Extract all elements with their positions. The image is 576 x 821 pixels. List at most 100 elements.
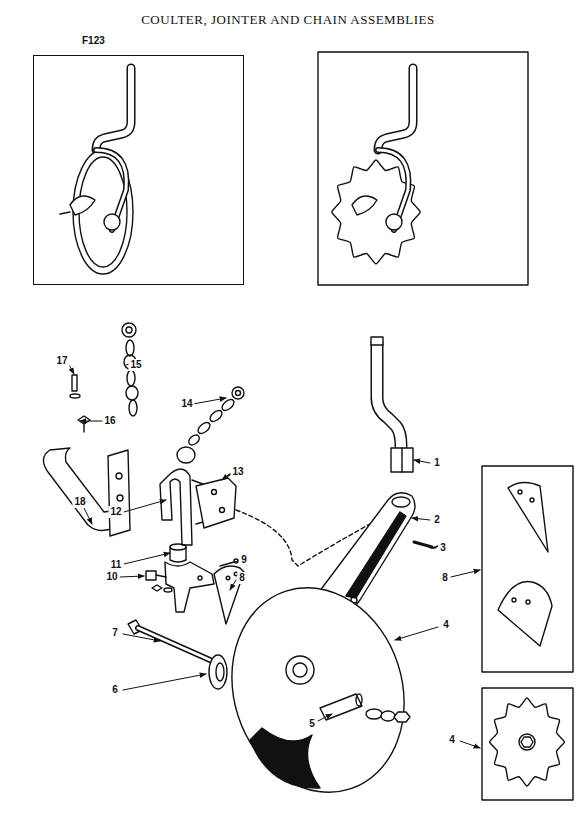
drawing-stroke [209,655,227,689]
callout-number: 8 [440,572,450,584]
drawing-stroke [78,416,90,424]
drawing-stroke [378,150,408,230]
bolt-7 [128,620,210,660]
drawing-stroke [84,508,92,524]
drawing-stroke [138,628,210,660]
drawing-stroke [124,553,170,564]
drawing-stroke [430,548,436,549]
drawing-stroke [318,714,332,721]
inset-frame [482,688,573,800]
leader-lines [68,362,480,748]
inset-frame: F123 [33,55,244,285]
drawing-stroke [220,397,236,412]
drawing-stroke [352,196,377,215]
drawing-stroke [216,663,224,681]
drawing-stroke [193,398,226,404]
drawing-stroke [160,469,192,545]
drawing-stroke [320,694,362,720]
drawing-stroke [43,52,573,815]
drawing-stroke [234,561,238,562]
drawing-stroke [401,448,402,472]
drawing-stroke [80,421,104,422]
drawing-stroke [83,424,84,432]
drawing-stroke [129,400,137,416]
jointer-bracket [165,562,214,612]
drawing-stroke [206,565,430,815]
drawing-stroke [320,493,415,608]
drawing-stroke [521,737,533,747]
callout-number: 9 [239,554,249,566]
drawing-stroke [208,408,224,423]
callout-number: 5 [307,718,317,730]
drawing-stroke [498,582,552,646]
drawing-stroke [412,518,430,520]
drawing-stroke [96,68,131,150]
callout-number: 1 [432,457,442,469]
drawing-stroke [177,447,195,463]
drawing-stroke [451,570,480,577]
notched-coulter-inset [332,68,420,264]
callout-number: 17 [54,355,69,367]
callout-number: 8 [237,572,247,584]
drawing-stroke [346,512,406,598]
drawing-stroke [356,694,362,706]
drawing-stroke [378,150,408,230]
drawing-stroke [126,386,138,400]
drawing-stroke [226,576,230,580]
jointer-blades-inset [498,482,552,646]
drawing-stroke [127,370,135,386]
drawing-stroke [116,473,122,479]
drawing-stroke [96,150,126,230]
callout-number: 11 [109,559,124,571]
drawing-stroke [126,327,132,333]
coulter-arm-2 [320,493,415,608]
drawing-stroke [512,598,516,602]
drawing-stroke [72,375,77,391]
drawing-stroke [386,214,402,230]
drawing-stroke [293,663,307,677]
spacer-5 [320,694,410,722]
drawing-stroke [126,340,134,356]
drawing-stroke [164,588,172,592]
drawing-stroke [394,712,410,722]
drawing-stroke [124,500,166,512]
callout-number: 6 [110,684,120,696]
callout-number: 7 [110,627,120,639]
drawing-stroke [117,495,123,501]
drawing-stroke [70,196,95,215]
drawing-stroke [460,741,480,748]
bolt-10 [146,571,172,592]
figure-number: F123 [82,35,105,46]
drawing-stroke [212,490,217,495]
drawing-stroke [508,482,548,552]
inset-frame [482,466,573,672]
drawing-stroke [146,571,156,580]
drawing-stroke [518,490,522,494]
callout-number: 3 [438,542,448,554]
notched-disc [490,698,565,786]
callout-number: 4 [441,619,451,631]
drawing-stroke [123,634,160,641]
inset-frame [318,52,528,285]
drawing-stroke [196,478,236,528]
bushing-11 [170,544,186,562]
callout-number: 14 [179,398,194,410]
drawing-stroke [96,150,126,230]
drawing-stroke [381,711,395,721]
drawing-stroke [519,734,535,750]
drawing-stroke [170,544,186,550]
callout-number: 13 [230,466,245,478]
drawing-stroke [391,448,413,472]
drawing-stroke [377,344,401,446]
callout-number: 18 [72,496,87,508]
callout-number: 4 [447,734,457,746]
drawing-stroke [96,68,131,150]
drawing-stroke [156,575,166,577]
drawing-stroke [43,448,118,530]
callout-number: 16 [102,415,117,427]
drawing-stroke [250,728,320,788]
drawing-stroke [371,337,383,345]
drawing-stroke [123,674,206,690]
